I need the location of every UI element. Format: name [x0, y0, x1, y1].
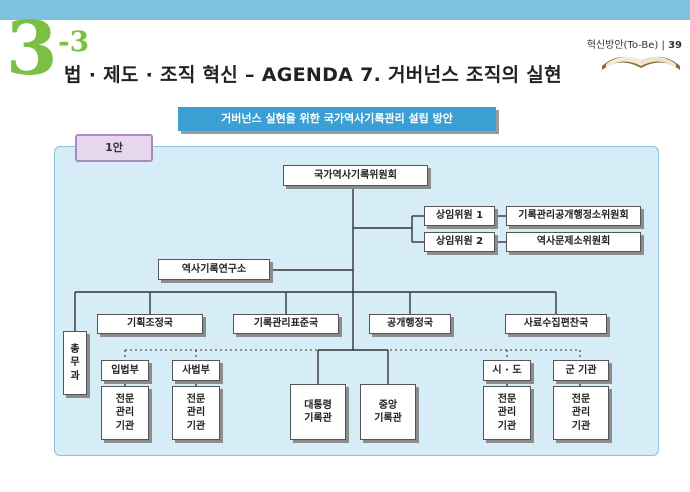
node-general-affairs: 총 무 과: [63, 331, 87, 395]
node-military-agency: 군 기관: [553, 360, 609, 381]
node-military-specialized-agency: 전문 관리 기관: [553, 386, 609, 440]
node-legislative: 입법부: [101, 360, 149, 381]
node-judicial: 사법부: [172, 360, 220, 381]
node-legislative-specialized-agency: 전문 관리 기관: [101, 386, 149, 440]
node-national-committee: 국가역사기록위원회: [283, 165, 428, 186]
node-judicial-specialized-agency: 전문 관리 기관: [172, 386, 220, 440]
node-province: 시 · 도: [483, 360, 531, 381]
node-standing-member-2: 상임위원 2: [424, 232, 495, 252]
node-central-archives: 중앙 기록관: [360, 384, 416, 440]
node-presidential-archives: 대통령 기록관: [290, 384, 346, 440]
page-info: 혁신방안(To-Be) | 39: [586, 40, 682, 51]
node-planning-bureau: 기획조정국: [97, 314, 203, 334]
page-title: 법 · 제도 · 조직 혁신 – AGENDA 7. 거버넌스 조직의 실현: [64, 64, 562, 86]
node-records-standard-bureau: 기록관리표준국: [233, 314, 339, 334]
page-number: 39: [668, 40, 682, 51]
chapter-sub-number: -3: [58, 25, 90, 58]
chapter-number: 3: [6, 6, 58, 92]
section-label: 혁신방안(To-Be): [586, 40, 659, 51]
top-color-bar: [0, 0, 690, 20]
node-disclosure-bureau: 공개행정국: [369, 314, 451, 334]
open-book-icon: [602, 56, 680, 70]
plan-tab: 1안: [75, 134, 153, 162]
node-standing-member-1: 상임위원 1: [424, 206, 495, 226]
node-history-records-institute: 역사기록연구소: [158, 259, 270, 280]
node-province-specialized-agency: 전문 관리 기관: [483, 386, 531, 440]
node-records-disclosure-subcommittee: 기록관리공개행정소위원회: [506, 206, 641, 226]
node-history-issue-subcommittee: 역사문제소위원회: [506, 232, 641, 252]
node-historiography-bureau: 사료수집편찬국: [505, 314, 607, 334]
diagram-heading: 거버넌스 실현을 위한 국가역사기록관리 설립 방안: [178, 107, 496, 131]
